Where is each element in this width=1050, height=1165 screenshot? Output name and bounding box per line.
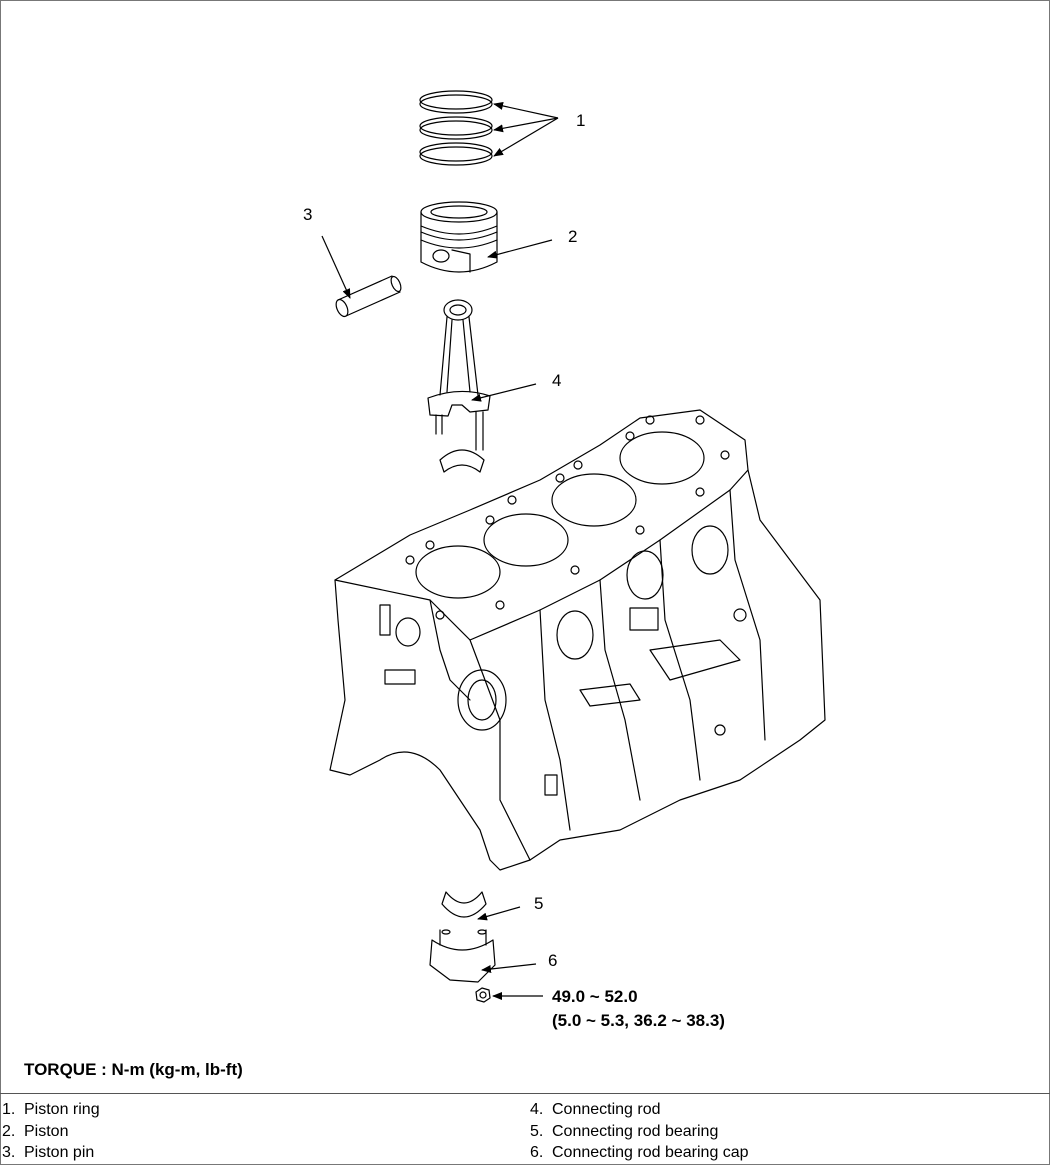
piston — [420, 201, 498, 273]
cylinder-block — [329, 409, 826, 871]
legend-number: 6. — [530, 1144, 544, 1161]
legend-label: Connecting rod bearing cap — [552, 1144, 749, 1161]
piston-rings — [419, 90, 493, 166]
legend-right-column: 4. Connecting rod 5. Connecting rod bearin… — [530, 1099, 749, 1164]
lower-bearing-shell — [441, 891, 487, 918]
callout-1: 1 — [576, 111, 585, 130]
bearing-cap — [429, 929, 496, 983]
callout-6: 6 — [548, 951, 557, 970]
callout-2: 2 — [568, 227, 577, 246]
legend-item: 6. Connecting rod bearing cap — [530, 1142, 749, 1164]
torque-spec-value: 49.0 ~ 52.0 — [552, 987, 638, 1006]
legend-label: Piston pin — [24, 1144, 95, 1161]
legend-number: 2. — [2, 1122, 16, 1140]
leader-lines — [321, 102, 559, 1000]
legend-item: 4. Connecting rod — [530, 1099, 749, 1121]
connecting-rod — [427, 299, 491, 451]
legend-label: Connecting rod — [552, 1101, 661, 1118]
legend-label: Piston ring — [24, 1101, 100, 1118]
callout-5: 5 — [534, 894, 543, 913]
legend-item: 1. Piston ring — [2, 1099, 100, 1121]
callout-3: 3 — [303, 205, 312, 224]
exploded-view-diagram: 1 2 3 4 5 6 49.0 ~ 52.0 (5.0 ~ 5.3, 36.2… — [303, 90, 826, 1030]
torque-spec-conversions: (5.0 ~ 5.3, 36.2 ~ 38.3) — [552, 1011, 725, 1030]
legend-divider — [0, 1093, 1050, 1094]
legend-number: 5. — [530, 1122, 544, 1140]
legend-item: 2. Piston — [2, 1121, 100, 1143]
legend-label: Piston — [24, 1122, 69, 1140]
torque-units-label: TORQUE : N-m (kg-m, lb-ft) — [24, 1060, 243, 1079]
legend-number: 1. — [2, 1101, 16, 1118]
legend-item: 3. Piston pin — [2, 1142, 100, 1164]
legend-number: 4. — [530, 1101, 544, 1118]
upper-bearing-shell — [439, 449, 485, 473]
legend-item: 5. Connecting rod bearing — [530, 1121, 749, 1143]
nut — [475, 987, 491, 1003]
legend-label: Connecting rod bearing — [552, 1122, 719, 1140]
legend-left-column: 1. Piston ring 2. Piston 3. Piston pin — [2, 1099, 100, 1164]
piston-pin — [335, 275, 402, 318]
callout-4: 4 — [552, 371, 561, 390]
legend-number: 3. — [2, 1144, 16, 1161]
